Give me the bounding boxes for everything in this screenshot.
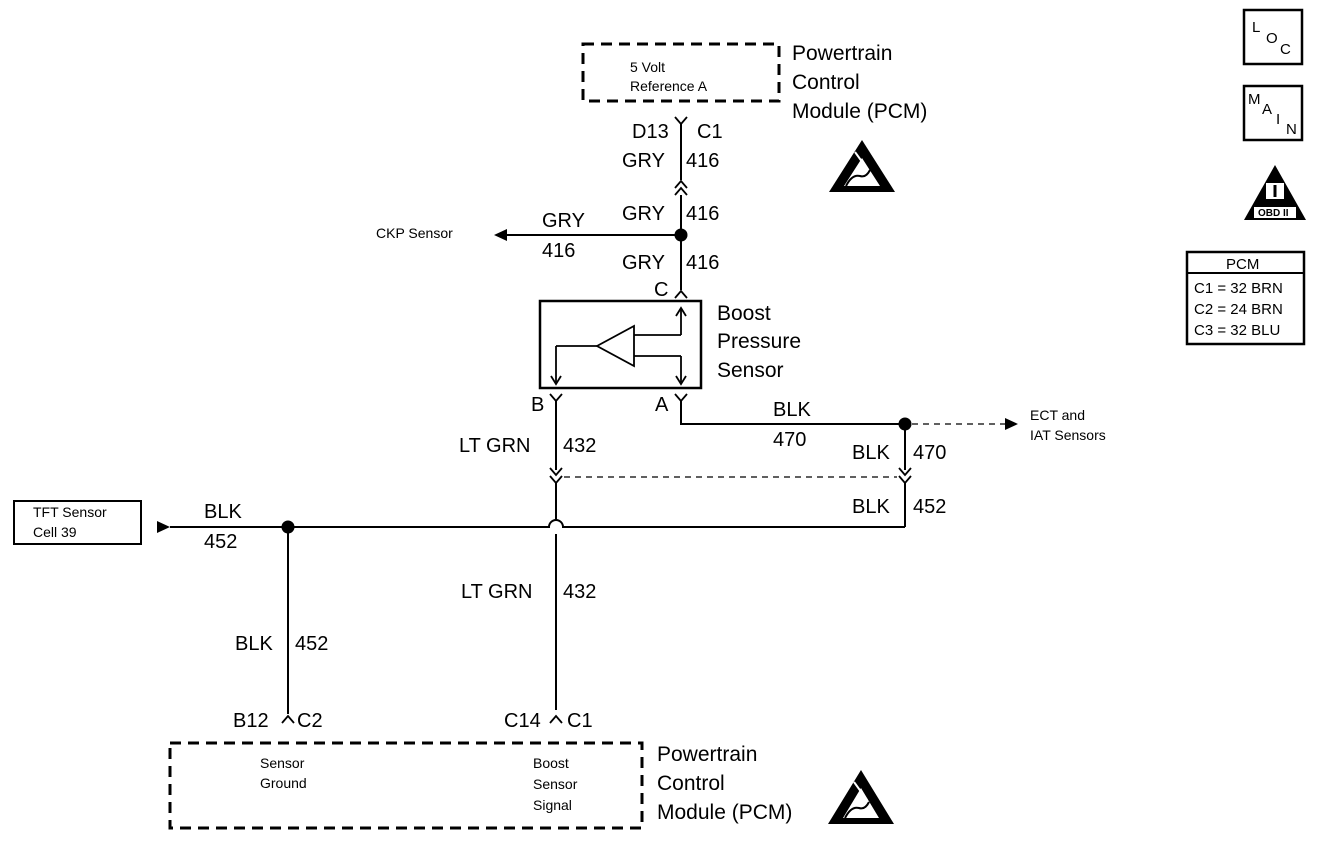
main-letter-a: A [1262, 101, 1272, 118]
pcm-legend-row-1: C1 = 32 BRN [1194, 280, 1283, 297]
connector-symbol [674, 116, 688, 126]
pcm-legend-row-2: C2 = 24 BRN [1194, 301, 1283, 318]
tft-sensor-box [13, 500, 142, 545]
wire-470-circuit: 470 [773, 429, 806, 451]
wire-470-drop-color: BLK [852, 442, 890, 464]
inline-connector-432-a [549, 467, 563, 477]
boost-sensor-title-line-1: Boost [717, 302, 771, 325]
pcm-bottom-left-connector: C2 [297, 710, 323, 732]
inline-connector-432-b [549, 475, 563, 485]
ect-iat-arrow-icon [1005, 418, 1018, 430]
pcm-top-box [581, 42, 781, 103]
pin-b-connector [549, 393, 563, 403]
obd-ii-label: OBD II [1258, 208, 1289, 219]
pcm-bottom-right-connector-symbol [549, 714, 563, 724]
wire-432-circuit-1: 432 [563, 435, 596, 457]
wire-452-drop-color: BLK [852, 496, 890, 518]
wire-432-color-1: LT GRN [459, 435, 531, 457]
pcm-bottom-title-line-1: Powertrain [657, 743, 757, 766]
boost-pin-c: C [654, 279, 668, 301]
main-letter-i: I [1276, 111, 1280, 128]
pcm-bottom-signal-line-1: Boost [533, 755, 569, 771]
loc-letter-o: O [1266, 30, 1278, 47]
pcm-bottom-signal-line-2: Sensor [533, 776, 578, 792]
tft-arrow-icon [157, 521, 170, 533]
loc-letter-c: C [1280, 41, 1291, 58]
wire-452-circuit: 452 [204, 531, 237, 553]
wire-416-color-2: GRY [622, 203, 665, 225]
loc-box [1242, 8, 1304, 66]
pcm-bottom-title-line-3: Module (PCM) [657, 801, 792, 824]
pin-c-connector [674, 289, 688, 299]
wire-470-color: BLK [773, 399, 811, 421]
main-letter-n: N [1286, 121, 1297, 138]
boost-pin-b: B [531, 394, 544, 416]
wire-432-color-2: LT GRN [461, 581, 533, 603]
boost-pin-a: A [655, 394, 669, 416]
inline-connector-female [674, 186, 688, 196]
wire-416-circuit-3: 416 [686, 252, 719, 274]
wire-416-color-3: GRY [622, 252, 665, 274]
obd-ii-icon: OBD II [1244, 165, 1306, 220]
pcm-bottom-signal-line-3: Signal [533, 797, 572, 813]
main-box [1242, 84, 1304, 142]
wire-470-drop-circuit: 470 [913, 442, 946, 464]
loc-letter-l: L [1252, 19, 1260, 36]
ect-iat-label-line-2: IAT Sensors [1030, 427, 1106, 443]
boost-sensor-box [538, 299, 703, 390]
wire-432-circuit-2: 432 [563, 581, 596, 603]
pcm-bottom-ground-line-1: Sensor [260, 755, 305, 771]
ckp-wire-color: GRY [542, 210, 585, 232]
esd-warning-icon-bottom [828, 770, 894, 824]
wire-416-color-1: GRY [622, 150, 665, 172]
tft-label-line-2: Cell 39 [33, 524, 77, 540]
ckp-wire-circuit: 416 [542, 240, 575, 262]
pcm-bottom-left-pin: B12 [233, 710, 269, 732]
wire-416-circuit-2: 416 [686, 203, 719, 225]
pcm-top-inner-line-1: 5 Volt [630, 59, 665, 75]
wire-452-color: BLK [204, 501, 242, 523]
amplifier-symbol [550, 306, 687, 386]
inline-connector-male [674, 179, 688, 189]
pcm-bottom-box [168, 741, 644, 830]
ect-iat-label-line-1: ECT and [1030, 407, 1085, 423]
boost-sensor-title-line-3: Sensor [717, 359, 784, 382]
inline-connector-470-a [898, 467, 912, 477]
ckp-sensor-label: CKP Sensor [376, 225, 453, 241]
pcm-bottom-title-line-2: Control [657, 772, 725, 795]
wire-416-circuit-1: 416 [686, 150, 719, 172]
wire-452-drop-circuit: 452 [913, 496, 946, 518]
pcm-legend-row-3: C3 = 32 BLU [1194, 322, 1280, 339]
pcm-top-inner-line-2: Reference A [630, 78, 708, 94]
pcm-legend-title: PCM [1226, 256, 1259, 273]
pcm-top-connector: C1 [697, 121, 723, 143]
pin-a-connector [674, 393, 688, 403]
pcm-top-title-line-3: Module (PCM) [792, 100, 927, 123]
pcm-top-title-line-2: Control [792, 71, 860, 94]
pcm-bottom-right-pin: C14 [504, 710, 541, 732]
pcm-bottom-ground-line-2: Ground [260, 775, 307, 791]
wire-452-ground-color: BLK [235, 633, 273, 655]
pcm-top-title-line-1: Powertrain [792, 42, 892, 65]
esd-warning-icon [829, 140, 895, 192]
wire-470 [680, 401, 905, 425]
pcm-bottom-left-connector-symbol [281, 714, 295, 724]
boost-sensor-title-line-2: Pressure [717, 330, 801, 353]
main-letter-m: M [1248, 91, 1261, 108]
pcm-bottom-right-connector: C1 [567, 710, 593, 732]
ckp-arrow-icon [494, 229, 507, 241]
tft-label-line-1: TFT Sensor [33, 504, 107, 520]
inline-connector-470-b [898, 475, 912, 485]
pcm-top-pin: D13 [632, 121, 669, 143]
wire-452-ground-circuit: 452 [295, 633, 328, 655]
wire-452-horizontal [170, 519, 905, 528]
pcm-legend-box [1185, 250, 1306, 346]
